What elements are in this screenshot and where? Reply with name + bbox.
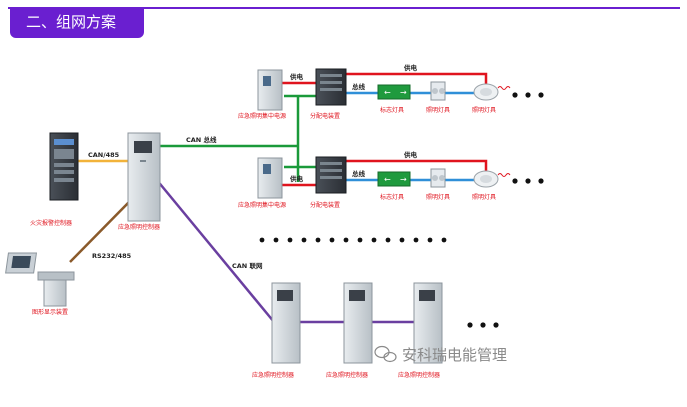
sub-controller-1-label: 应急照明控制器 — [252, 371, 294, 379]
sign-lamp-top-icon: ← → — [377, 84, 411, 100]
rs232-label: RS232/485 — [92, 252, 132, 260]
fire-controller-label: 火灾报警控制器 — [30, 219, 72, 227]
power-line-top-2 — [346, 72, 488, 86]
light-b-mid-icon — [473, 170, 499, 188]
sign-lamp-mid-label: 标志灯具 — [380, 193, 404, 201]
svg-text:→: → — [400, 175, 407, 184]
light-a-mid-icon — [430, 168, 446, 188]
emergency-controller-main-icon — [127, 132, 161, 222]
sign-lamp-mid-icon: ← → — [377, 171, 411, 187]
can-network-line — [155, 178, 275, 323]
continuation-dots-mid — [512, 178, 544, 184]
power-supply-mid-icon — [257, 157, 283, 199]
light-b-top-icon — [473, 83, 499, 101]
power-supply-top-label: 应急照明集中电源 — [238, 112, 286, 120]
power-supply-mid-label: 应急照明集中电源 — [238, 201, 286, 209]
distribution-mid-label: 分配电装置 — [310, 201, 340, 209]
section-title: 二、组网方案 — [10, 7, 144, 38]
sub-controller-2-icon — [343, 282, 373, 364]
sub-controller-3-label: 应急照明控制器 — [398, 371, 440, 379]
can485-label: CAN/485 — [88, 151, 120, 159]
svg-text:←: ← — [384, 88, 391, 97]
distribution-top-icon — [315, 68, 347, 106]
graphic-display-icon — [5, 252, 75, 307]
light-a-top-label: 照明灯具 — [426, 106, 450, 114]
rs232-line — [69, 198, 133, 263]
emergency-controller-main-label: 应急照明控制器 — [118, 223, 160, 231]
light-a-mid-label: 照明灯具 — [426, 193, 450, 201]
light-b-mid-label: 照明灯具 — [472, 193, 496, 201]
continuation-dots-row — [259, 237, 447, 243]
header-divider — [8, 7, 680, 9]
svg-text:←: ← — [384, 175, 391, 184]
squiggle-top — [497, 86, 511, 90]
continuation-dots-bottom — [467, 322, 499, 328]
power-line-mid-2 — [346, 159, 488, 172]
fire-alarm-controller-icon — [49, 132, 79, 201]
can-network-label: CAN 联网 — [232, 261, 263, 270]
sign-lamp-top-label: 标志灯具 — [380, 106, 404, 114]
watermark-text: 安科瑞电能管理 — [402, 346, 507, 364]
power-line-top-2-label: 供电 — [403, 63, 418, 72]
power-supply-top-icon — [257, 69, 283, 111]
svg-text:→: → — [400, 88, 407, 97]
bus-top-label: 总线 — [352, 82, 366, 91]
distribution-mid-icon — [315, 156, 347, 194]
continuation-dots-top — [512, 92, 544, 98]
sub-controller-1-icon — [271, 282, 301, 364]
can-bus-label: CAN 总线 — [186, 135, 217, 144]
power-line-mid-1-label: 供电 — [289, 174, 304, 183]
bus-mid-label: 总线 — [352, 169, 366, 178]
sub-controller-2-label: 应急照明控制器 — [326, 371, 368, 379]
light-b-top-label: 照明灯具 — [472, 106, 496, 114]
light-a-top-icon — [430, 81, 446, 101]
wechat-icon — [374, 345, 397, 363]
distribution-top-label: 分配电装置 — [310, 112, 340, 120]
squiggle-mid — [497, 173, 511, 177]
power-line-top-1-label: 供电 — [289, 72, 304, 81]
power-line-mid-2-label: 供电 — [403, 150, 418, 159]
graphic-display-label: 图形显示装置 — [32, 308, 68, 316]
sub-controller-3-icon — [413, 282, 443, 364]
